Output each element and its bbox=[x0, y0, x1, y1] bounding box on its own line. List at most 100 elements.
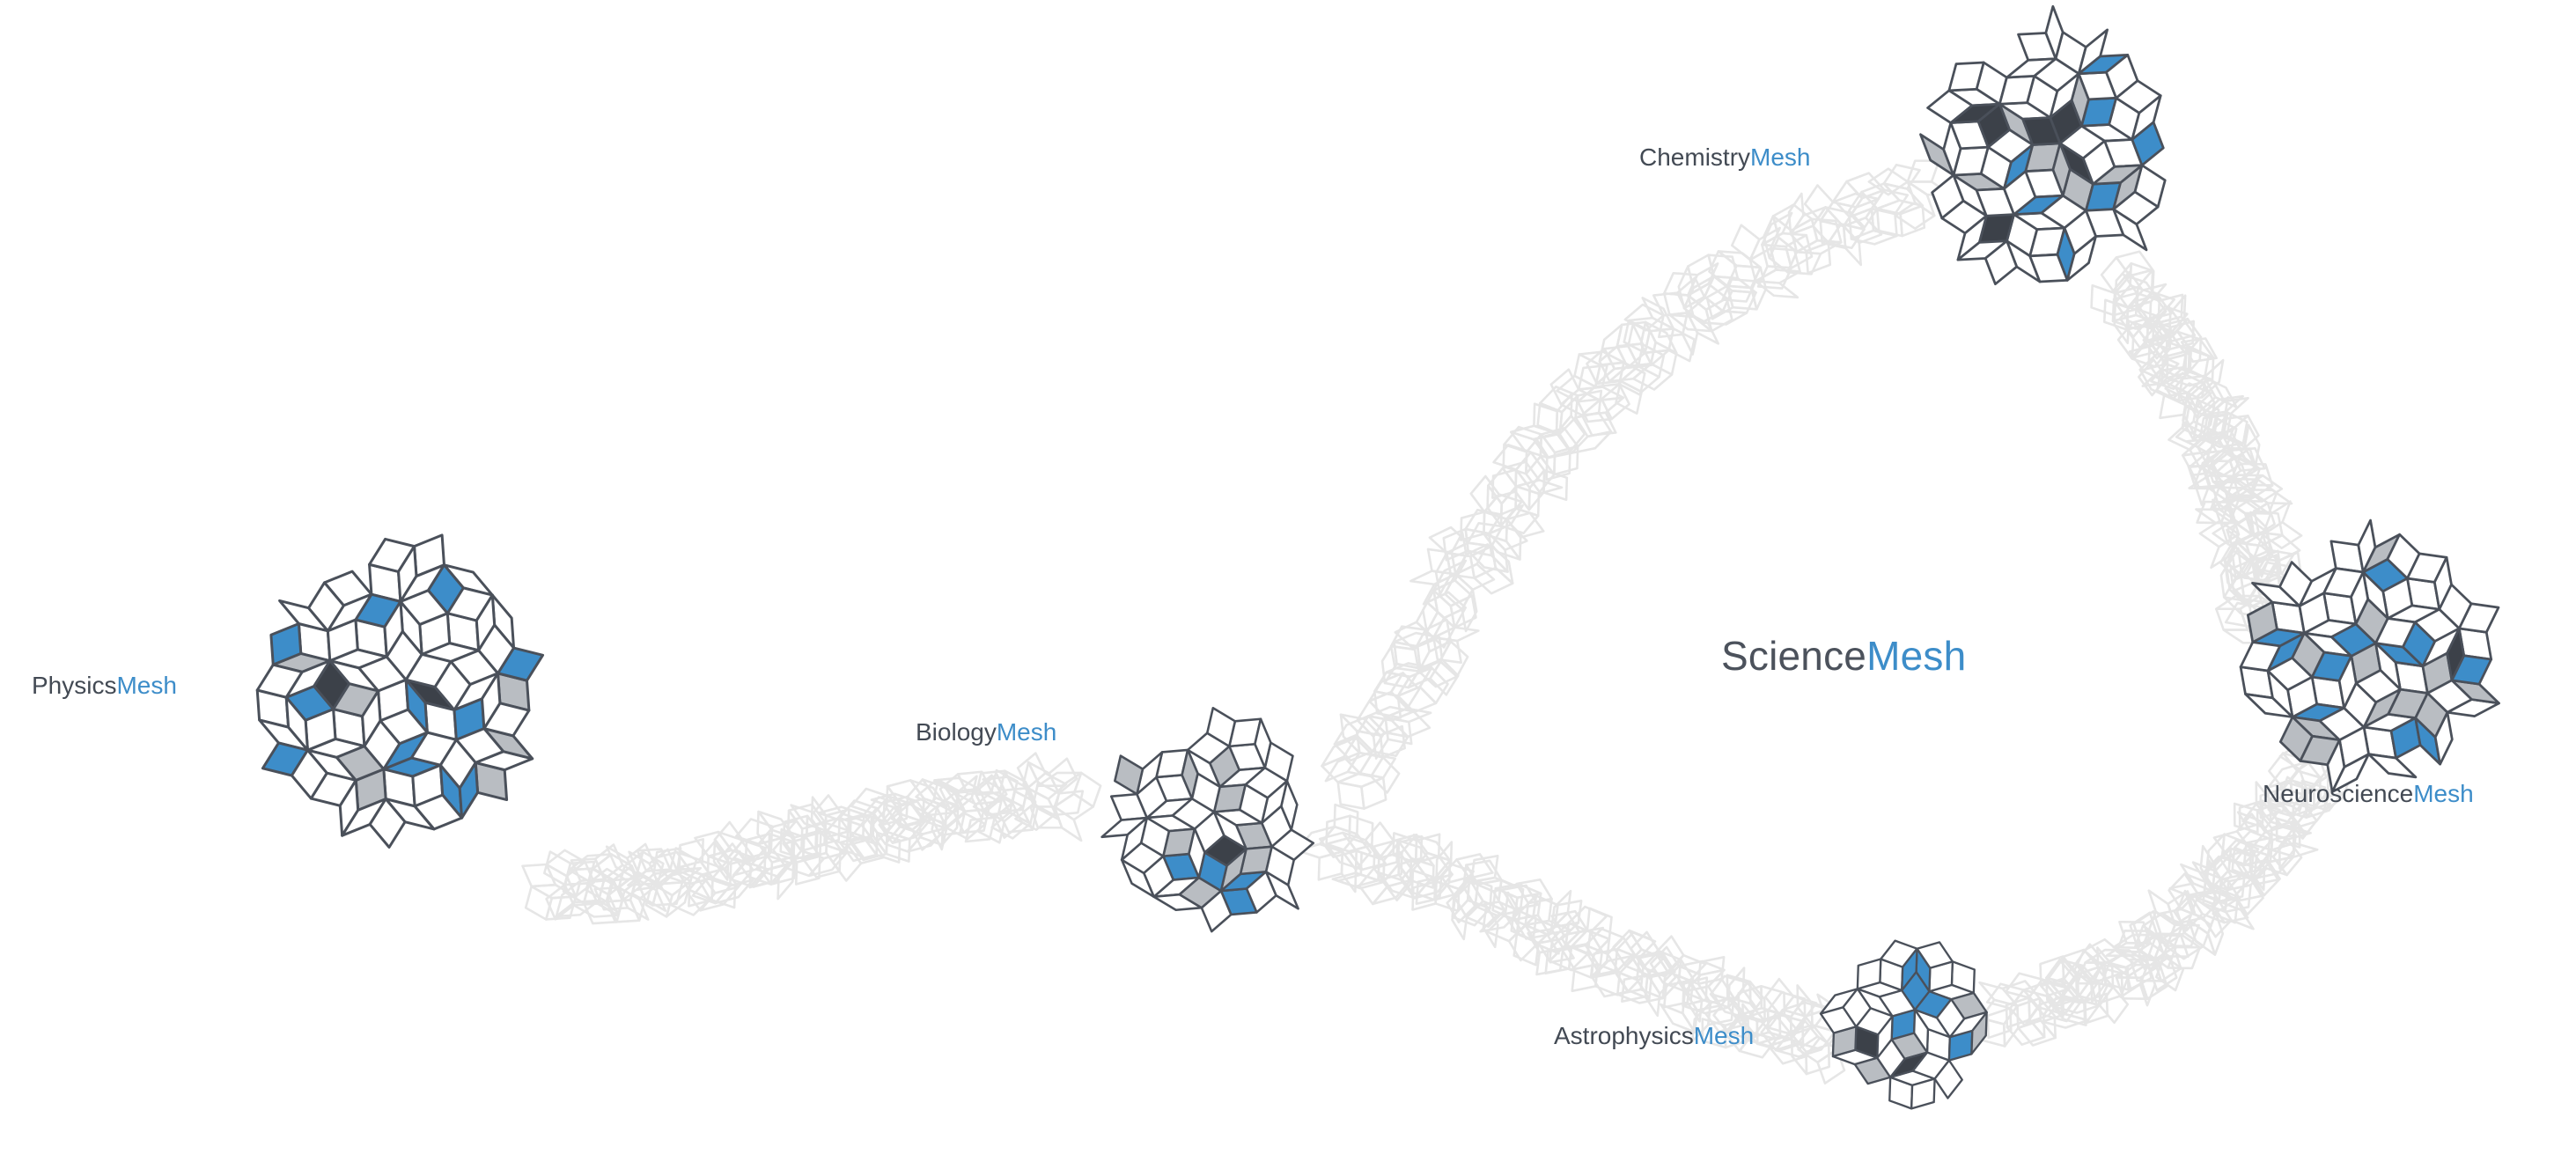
ghost-chain-link bbox=[678, 838, 705, 869]
ghost-chain-link bbox=[2201, 449, 2243, 478]
ghost-chain-link bbox=[1358, 867, 1389, 906]
ghost-chain-link bbox=[1021, 786, 1039, 831]
ghost-chain-link bbox=[1683, 968, 1726, 993]
connector-chain-biology-astrophysics bbox=[1295, 803, 1867, 1084]
ghost-chain-link bbox=[1615, 379, 1643, 415]
ghost-chain-link bbox=[2157, 293, 2184, 324]
ghost-chain-link bbox=[1395, 839, 1413, 882]
ghost-chain-link bbox=[946, 812, 987, 841]
ghost-chain-link bbox=[1435, 841, 1454, 883]
ghost-chain-link bbox=[1321, 755, 1361, 783]
ghost-chain-link bbox=[1432, 578, 1474, 607]
ghost-chain-link bbox=[779, 827, 806, 861]
ghost-chain-link bbox=[1576, 398, 1613, 423]
rhombus-tile bbox=[2131, 121, 2165, 167]
rhombus-tile bbox=[2343, 681, 2378, 729]
rhombus-tile bbox=[1935, 998, 1966, 1039]
rhombus-tile bbox=[2402, 621, 2437, 668]
mesh-cluster-astrophysics[interactable] bbox=[1819, 939, 1988, 1110]
ghost-chain-link bbox=[2147, 889, 2176, 927]
ghost-chain-link bbox=[2181, 337, 2218, 364]
rhombus-tile bbox=[413, 793, 464, 831]
ghost-chain-link bbox=[1548, 922, 1571, 962]
ghost-chain-link bbox=[1561, 944, 1600, 971]
ghost-chain-link bbox=[2138, 352, 2180, 381]
ghost-chain-link bbox=[1721, 278, 1757, 303]
rhombus-tile bbox=[1933, 1059, 1963, 1099]
ghost-chain-link bbox=[1446, 886, 1476, 923]
ghost-chain-link bbox=[1460, 511, 1486, 541]
ghost-chain-link bbox=[1616, 342, 1652, 368]
ghost-chain-link bbox=[1796, 984, 1814, 1026]
mesh-cluster-chemistry[interactable] bbox=[1919, 4, 2167, 286]
rhombus-tile bbox=[269, 622, 303, 666]
ghost-chain-link bbox=[1400, 861, 1431, 900]
ghost-chain-link bbox=[1547, 929, 1589, 953]
ghost-chain-link bbox=[1482, 904, 1499, 949]
ghost-chain-link bbox=[2259, 787, 2285, 820]
ghost-chain-link bbox=[794, 855, 821, 886]
ghost-chain-link bbox=[2199, 844, 2217, 888]
ghost-chain-link bbox=[1616, 931, 1657, 959]
rhombus-tile bbox=[1901, 971, 1931, 1011]
ghost-chain-link bbox=[1786, 250, 1822, 276]
rhombus-tile bbox=[313, 659, 351, 711]
ghost-chain-link bbox=[1514, 468, 1531, 511]
rhombus-tile bbox=[1139, 816, 1171, 857]
connector-chains-layer bbox=[521, 159, 2352, 1084]
ghost-chain-link bbox=[1731, 224, 1761, 261]
node-label-biology[interactable]: BiologyMesh bbox=[916, 720, 1056, 745]
ghost-chain-link bbox=[1721, 290, 1757, 314]
ghost-chain-link bbox=[1867, 167, 1910, 196]
ghost-chain-link bbox=[1347, 843, 1387, 871]
ghost-chain-link bbox=[1008, 790, 1037, 825]
mesh-cluster-neuroscience[interactable] bbox=[2239, 518, 2500, 793]
rhombus-tile bbox=[1984, 239, 2019, 286]
ghost-chain-link bbox=[1415, 875, 1443, 905]
node-label-neuroscience-base: Neuroscience bbox=[2263, 780, 2414, 807]
rhombus-tile bbox=[2246, 600, 2278, 643]
rhombus-tile bbox=[1190, 772, 1221, 813]
ghost-chain-link bbox=[776, 858, 795, 901]
rhombus-tile bbox=[1114, 754, 1144, 796]
ghost-chain-link bbox=[630, 871, 660, 907]
rhombus-tile bbox=[1263, 741, 1294, 783]
ghost-chain-link bbox=[933, 776, 981, 793]
node-label-neuroscience[interactable]: NeuroscienceMesh bbox=[2263, 782, 2474, 806]
ghost-chain-link bbox=[1411, 880, 1438, 911]
ghost-chain-link bbox=[1442, 527, 1469, 562]
ghost-chain-link bbox=[2241, 859, 2279, 886]
rhombus-tile bbox=[2002, 170, 2037, 216]
node-label-physics-base: Physics bbox=[32, 672, 117, 699]
ghost-chain-link bbox=[1396, 685, 1438, 714]
ghost-chain-link bbox=[2278, 776, 2308, 812]
ghost-chain-link bbox=[1072, 771, 1102, 808]
ghost-chain-link bbox=[2256, 802, 2296, 829]
ghost-chain-link bbox=[1654, 935, 1685, 974]
ghost-chain-link bbox=[2129, 958, 2163, 982]
ghost-chain-link bbox=[1603, 344, 1640, 371]
rhombus-tile bbox=[1197, 851, 1228, 893]
ghost-chain-link bbox=[1894, 201, 1936, 230]
ghost-chain-link bbox=[1053, 792, 1095, 821]
mesh-cluster-biology[interactable] bbox=[1100, 706, 1315, 933]
ghost-chain-link bbox=[555, 879, 582, 918]
ghost-chain-link bbox=[2113, 301, 2131, 345]
ghost-chain-link bbox=[2133, 294, 2173, 321]
ghost-chain-link bbox=[2188, 474, 2234, 490]
ghost-chain-link bbox=[767, 833, 794, 865]
rhombus-tile bbox=[438, 738, 477, 790]
ghost-chain-link bbox=[1593, 361, 1625, 388]
node-label-astrophysics[interactable]: AstrophysicsMesh bbox=[1554, 1024, 1754, 1048]
rhombus-tile bbox=[1910, 1077, 1936, 1110]
rhombus-tile bbox=[385, 629, 423, 681]
ghost-chain-link bbox=[884, 825, 924, 853]
ghost-chain-link bbox=[1682, 976, 1709, 1007]
node-label-chemistry[interactable]: ChemistryMesh bbox=[1639, 145, 1810, 170]
ghost-chain-link bbox=[1641, 297, 1675, 330]
mesh-cluster-physics[interactable] bbox=[255, 533, 545, 849]
rhombus-tile bbox=[2028, 253, 2069, 283]
node-label-physics[interactable]: PhysicsMesh bbox=[32, 673, 177, 698]
ghost-chain-link bbox=[1318, 831, 1358, 858]
